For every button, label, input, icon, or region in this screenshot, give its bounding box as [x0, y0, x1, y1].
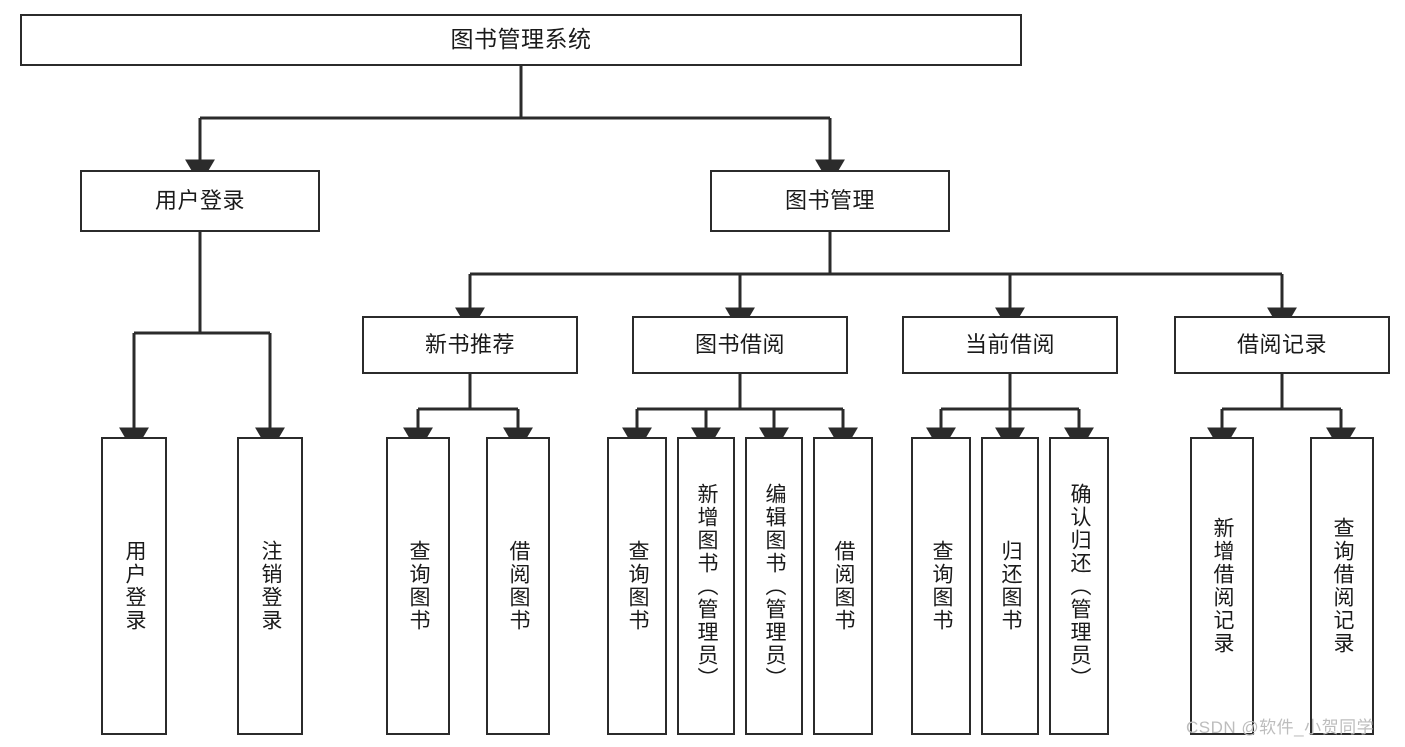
node-leaf-query-book-1-label: 查询图书 — [407, 540, 431, 632]
node-leaf-borrow-book-1[interactable]: 借阅图书 — [486, 437, 550, 735]
node-root-label: 图书管理系统 — [450, 26, 592, 53]
node-user-login[interactable]: 用户登录 — [80, 170, 320, 232]
node-leaf-confirm-return[interactable]: 确认归还（管理员） — [1049, 437, 1109, 735]
node-leaf-add-book[interactable]: 新增图书（管理员） — [677, 437, 735, 735]
node-leaf-logout[interactable]: 注销登录 — [237, 437, 303, 735]
node-leaf-user-login[interactable]: 用户登录 — [101, 437, 167, 735]
node-leaf-query-book-3[interactable]: 查询图书 — [911, 437, 971, 735]
node-book-borrow-label: 图书借阅 — [694, 332, 785, 358]
node-leaf-edit-book[interactable]: 编辑图书（管理员） — [745, 437, 803, 735]
node-borrow-record[interactable]: 借阅记录 — [1174, 316, 1390, 374]
node-leaf-return-book-label: 归还图书 — [999, 540, 1023, 632]
node-leaf-add-record[interactable]: 新增借阅记录 — [1190, 437, 1254, 735]
node-leaf-query-book-1[interactable]: 查询图书 — [386, 437, 450, 735]
node-leaf-query-record-label: 查询借阅记录 — [1331, 517, 1355, 655]
watermark: CSDN @软件_小贺同学 — [1186, 718, 1375, 737]
node-leaf-query-book-2[interactable]: 查询图书 — [607, 437, 667, 735]
node-leaf-borrow-book-2[interactable]: 借阅图书 — [813, 437, 873, 735]
node-current-borrow-label: 当前借阅 — [964, 332, 1055, 358]
node-leaf-return-book[interactable]: 归还图书 — [981, 437, 1039, 735]
node-borrow-record-label: 借阅记录 — [1236, 332, 1327, 358]
node-new-book-rec-label: 新书推荐 — [424, 332, 515, 358]
node-leaf-query-book-2-label: 查询图书 — [626, 540, 650, 632]
node-leaf-query-record[interactable]: 查询借阅记录 — [1310, 437, 1374, 735]
node-root[interactable]: 图书管理系统 — [20, 14, 1022, 66]
node-book-manage-label: 图书管理 — [784, 188, 875, 214]
node-leaf-query-book-3-label: 查询图书 — [930, 540, 954, 632]
node-leaf-add-record-label: 新增借阅记录 — [1211, 517, 1235, 655]
node-book-manage[interactable]: 图书管理 — [710, 170, 950, 232]
node-leaf-user-login-label: 用户登录 — [123, 540, 147, 632]
node-user-login-label: 用户登录 — [154, 188, 245, 214]
node-leaf-borrow-book-2-label: 借阅图书 — [832, 540, 856, 632]
node-leaf-edit-book-label: 编辑图书（管理员） — [763, 482, 787, 690]
node-leaf-borrow-book-1-label: 借阅图书 — [507, 540, 531, 632]
node-leaf-confirm-return-label: 确认归还（管理员） — [1068, 482, 1092, 690]
node-book-borrow[interactable]: 图书借阅 — [632, 316, 848, 374]
node-new-book-rec[interactable]: 新书推荐 — [362, 316, 578, 374]
node-current-borrow[interactable]: 当前借阅 — [902, 316, 1118, 374]
node-leaf-logout-label: 注销登录 — [259, 540, 283, 632]
node-leaf-add-book-label: 新增图书（管理员） — [695, 482, 719, 690]
